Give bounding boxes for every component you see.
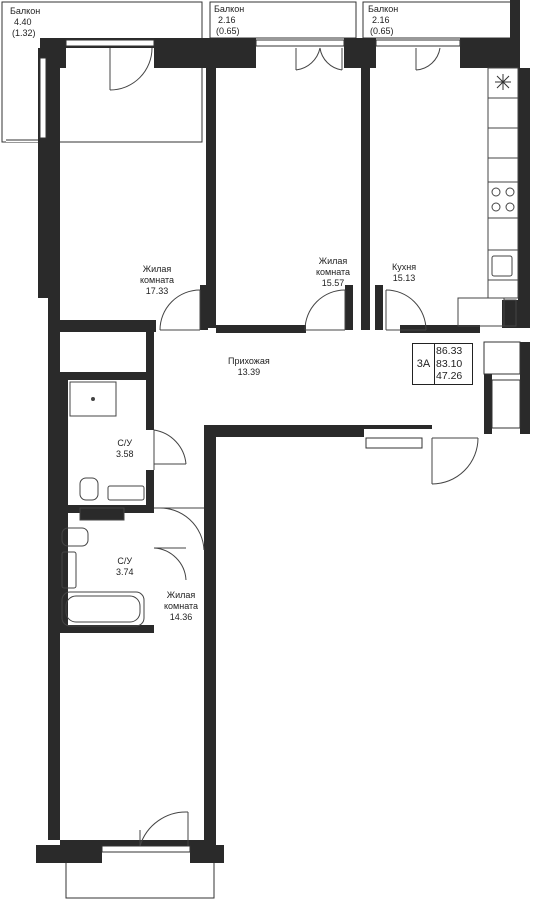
bathtub [61, 591, 145, 627]
shower-tray [69, 381, 117, 417]
room-label-bathroom-2: С/У 3.74 [116, 556, 134, 577]
room-label-living-1: Жилая комната 17.33 [140, 264, 175, 296]
balcony-left-label: Балкон 4.40 (1.32) [10, 6, 41, 38]
washbasin [61, 551, 77, 589]
stove-burner [491, 202, 501, 212]
total-area: 86.33 [436, 345, 463, 357]
stove-burner [505, 202, 515, 212]
apartment-areas: 86.33 83.10 47.26 [436, 345, 462, 383]
toilet [79, 477, 99, 501]
washbasin [107, 485, 145, 501]
windows [39, 39, 461, 853]
kitchen-fixtures [457, 67, 519, 327]
room-label-kitchen: Кухня 15.13 [392, 262, 417, 283]
bathroom-2-fixtures [61, 527, 145, 627]
balcony-left-outline [1, 1, 203, 143]
room-label-living-2: Жилая комната 15.57 [316, 256, 351, 288]
balconies-outline [1, 1, 520, 899]
walls [36, 0, 530, 863]
balcony-mid-label: Балкон 2.16 (0.65) [214, 4, 245, 36]
living-area: 47.26 [436, 370, 463, 382]
stove-burner [491, 187, 501, 197]
area-without-balconies: 83.10 [436, 357, 463, 370]
apartment-type: 3А [413, 344, 435, 384]
stove-burner [505, 187, 515, 197]
bathroom-1-fixtures [69, 381, 145, 521]
kitchen-sink [491, 255, 513, 277]
toilet [61, 527, 89, 547]
balcony-right-label: Балкон 2.16 (0.65) [368, 4, 399, 36]
room-label-bathroom-1: С/У 3.58 [116, 438, 134, 459]
apartment-summary: 3А 86.33 83.10 47.26 [412, 343, 473, 385]
doors [109, 47, 479, 847]
room-label-living-3: Жилая комната 14.36 [164, 590, 199, 622]
vent-icon [495, 74, 511, 90]
fridge [457, 297, 505, 327]
balcony-mid-outline [209, 1, 357, 39]
room-label-hallway: Прихожая 13.39 [228, 356, 270, 377]
utility-shafts [483, 341, 521, 429]
